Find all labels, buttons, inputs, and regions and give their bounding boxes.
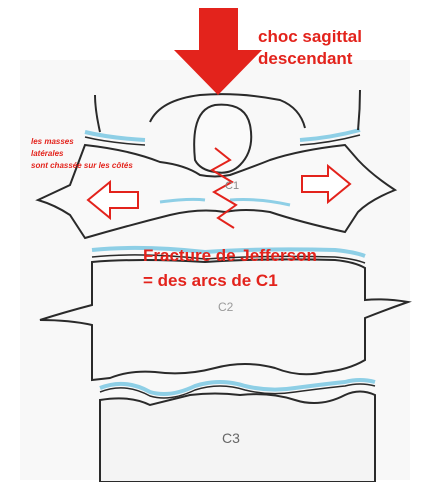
lateral-note: les masses latérales sont chassée sur le… — [31, 136, 133, 172]
c2-label: C2 — [218, 300, 233, 314]
mechanism-label: choc sagittal descendant — [258, 26, 362, 70]
fracture-line-1: Fracture de Jefferson — [143, 243, 317, 268]
lateral-note-line-2: latérales — [31, 148, 133, 160]
c1-label: C1 — [225, 180, 239, 192]
mechanism-line-1: choc sagittal — [258, 26, 362, 48]
fracture-label: Fracture de Jefferson = des arcs de C1 — [143, 243, 317, 293]
fracture-line-2: = des arcs de C1 — [143, 268, 317, 293]
c3-label: C3 — [222, 430, 240, 446]
lateral-note-line-3: sont chassée sur les côtés — [31, 160, 133, 172]
mechanism-line-2: descendant — [258, 48, 362, 70]
dens-outline — [194, 105, 251, 173]
lateral-note-line-1: les masses — [31, 136, 133, 148]
